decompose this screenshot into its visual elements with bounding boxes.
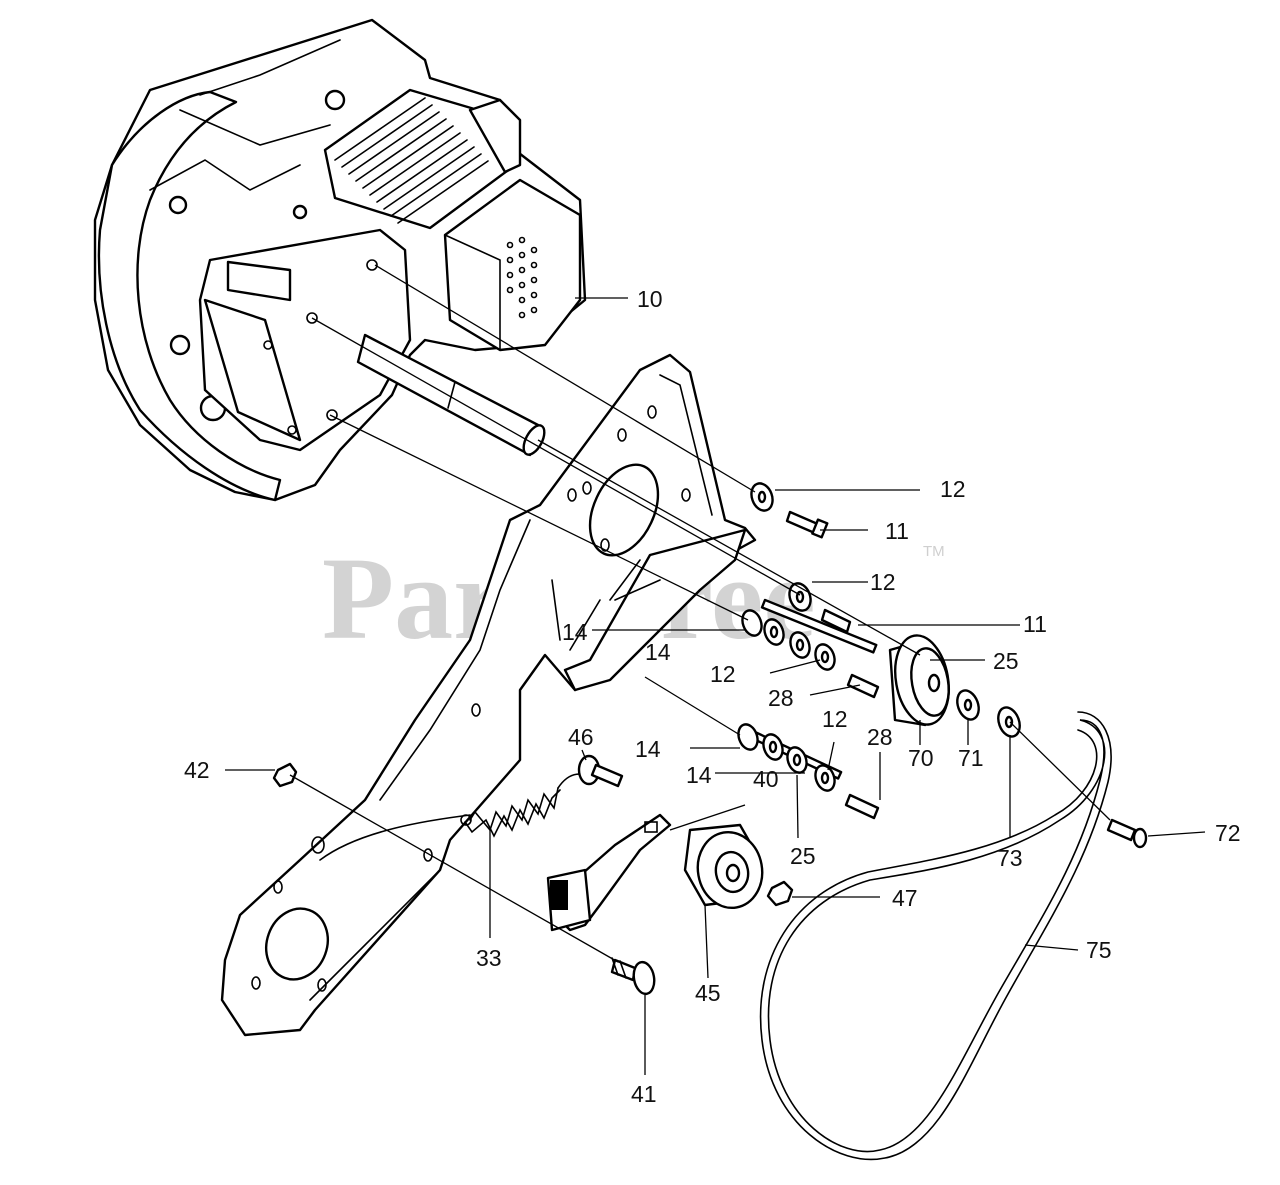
callout-71: 71 (958, 745, 984, 771)
callout-47: 47 (892, 885, 918, 911)
callout-14: 14 (635, 736, 661, 762)
callout-45: 45 (695, 980, 721, 1006)
callout-10: 10 (637, 286, 663, 312)
watermark-trademark: TM (923, 543, 945, 560)
belt-part-75 (759, 711, 1112, 1161)
engine-pulley-part-70 (888, 634, 950, 727)
callout-11: 11 (1023, 611, 1047, 637)
idler-bracket (563, 528, 747, 692)
idler-pulley-part-45 (683, 823, 764, 910)
muffler (443, 178, 582, 352)
engine-part-10 (93, 18, 587, 502)
callout-42: 42 (184, 757, 210, 783)
callout-70: 70 (908, 745, 934, 771)
callout-28: 28 (867, 724, 893, 750)
callout-75: 75 (1086, 937, 1112, 963)
callout-25: 25 (790, 843, 816, 869)
leader-lines (225, 264, 1206, 1075)
callout-14: 14 (686, 762, 712, 788)
mounting-plate (220, 353, 757, 1037)
callout-72: 72 (1215, 820, 1241, 846)
callout-73: 73 (997, 845, 1023, 871)
callout-12: 12 (822, 706, 848, 732)
callout-33: 33 (476, 945, 502, 971)
idler-arm-part-40 (546, 813, 672, 932)
callout-12: 12 (940, 476, 966, 502)
callout-14: 14 (645, 639, 671, 665)
callout-46: 46 (568, 724, 594, 750)
callout-25: 25 (993, 648, 1019, 674)
callout-12: 12 (710, 661, 736, 687)
callout-40: 40 (753, 766, 779, 792)
callout-28: 28 (768, 685, 794, 711)
callout-41: 41 (631, 1081, 657, 1107)
callout-labels: 10 12 11 12 11 25 14 14 12 28 12 28 46 1… (184, 286, 1241, 1107)
callout-14: 14 (562, 619, 588, 645)
callout-12: 12 (870, 569, 896, 595)
callout-11: 11 (885, 518, 909, 544)
cylinder-fins (323, 88, 522, 230)
